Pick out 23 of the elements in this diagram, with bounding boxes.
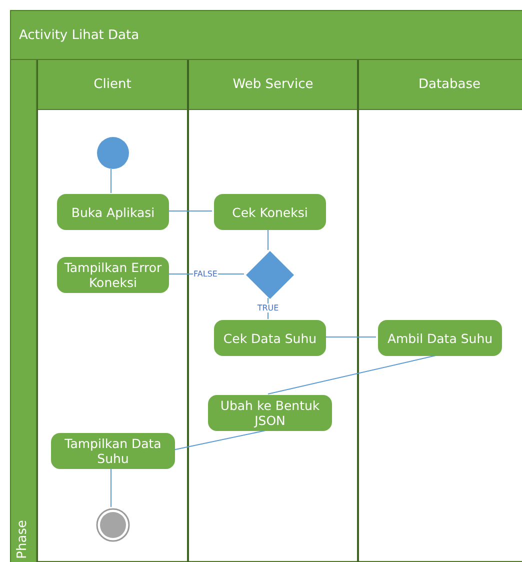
action-box: Ambil Data Suhu [378, 320, 502, 356]
action-box: Tampilkan Error Koneksi [57, 257, 169, 293]
edge-label: TRUE [256, 304, 280, 312]
lane-header: Database [359, 60, 522, 110]
action-box: Buka Aplikasi [57, 194, 169, 230]
swimlane [188, 60, 358, 562]
action-box: Tampilkan Data Suhu [51, 433, 175, 469]
phase-band [11, 60, 37, 562]
edge-label: FALSE [192, 270, 218, 278]
connector-line [110, 168, 112, 194]
phase-label: Phase [15, 520, 30, 559]
connector-line [324, 336, 376, 338]
connector-line [110, 468, 112, 508]
action-box: Ubah ke Bentuk JSON [208, 395, 332, 431]
lane-header: Web Service [189, 60, 357, 110]
action-box: Cek Koneksi [214, 194, 326, 230]
action-box: Cek Data Suhu [214, 320, 326, 356]
pool-title: Activity Lihat Data [11, 11, 522, 60]
connector-line [166, 210, 212, 212]
lane-header: Client [38, 60, 187, 110]
swimlane [358, 60, 522, 562]
swimlane [37, 60, 188, 562]
swimlane-pool [10, 10, 522, 562]
